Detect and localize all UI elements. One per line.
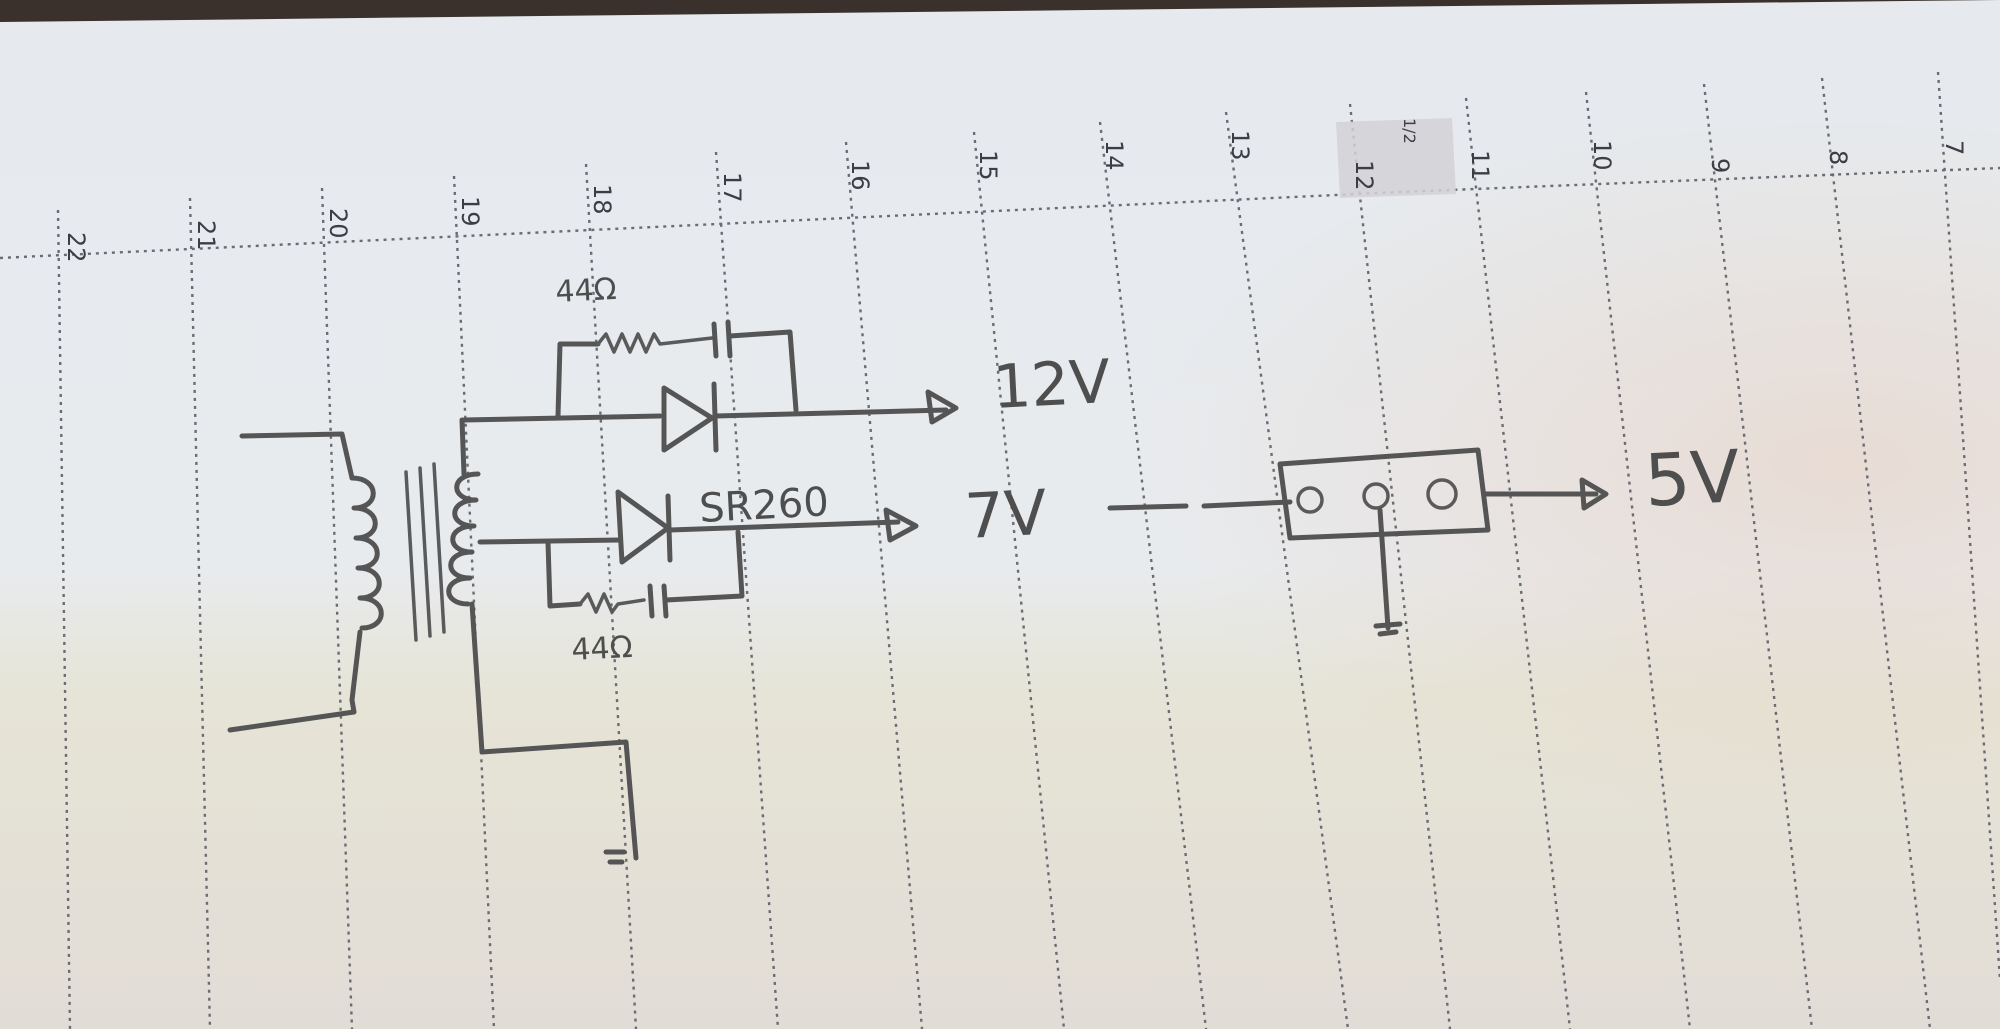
- column-numbers: 22 21 20 19 18 17 16 15 14 13 12 1/2 11 …: [62, 118, 1968, 263]
- regulator-box: [1277, 447, 1491, 541]
- core-line-1: [404, 470, 418, 642]
- column-line: [1702, 83, 1814, 1029]
- arrow-7v: [883, 507, 919, 543]
- column-line: [56, 209, 72, 1029]
- column-number: 17: [718, 172, 746, 203]
- primary-bottom-lead: [227, 629, 363, 733]
- column-number: 13: [1226, 130, 1254, 161]
- column-lines: [56, 71, 2000, 1029]
- column-line: [1348, 103, 1452, 1029]
- snubber-top-left: [555, 341, 601, 419]
- ground-symbol: [603, 849, 627, 865]
- column-line: [972, 131, 1066, 1029]
- wire-12v-output: [713, 407, 949, 419]
- core-line-2: [418, 466, 432, 638]
- highlight-box: [1336, 118, 1456, 198]
- column-line: [188, 197, 212, 1029]
- snubber-top-right: [727, 329, 799, 413]
- regulator-pin-in: [1296, 486, 1324, 514]
- wire-12v-input: [461, 413, 663, 423]
- circuit-drawing: 44Ω 12V SR260 44Ω 7V 5V: [227, 272, 1742, 865]
- diode-label: SR260: [698, 479, 830, 532]
- column-number: 20: [324, 208, 352, 239]
- column-line: [584, 163, 638, 1029]
- column-number: 22: [62, 232, 90, 263]
- column-number: 9: [1706, 158, 1734, 173]
- output-12v-label: 12V: [991, 347, 1112, 423]
- arrow-12v: [925, 389, 959, 425]
- regulator-ground-wire: [1377, 507, 1391, 631]
- secondary-bottom-lead: [469, 601, 639, 861]
- column-number: 8: [1824, 150, 1852, 165]
- column-number: 12: [1350, 160, 1378, 191]
- output-5v-label: 5V: [1642, 434, 1741, 523]
- output-7v-label: 7V: [963, 476, 1049, 553]
- wire-7v-output: [667, 519, 901, 533]
- column-number: 11: [1466, 150, 1494, 181]
- core-line-3: [432, 462, 446, 634]
- capacitor-top: [711, 319, 733, 359]
- resistor-bottom: [578, 592, 646, 614]
- column-number: 14: [1100, 140, 1128, 171]
- regulator-pin-out: [1426, 478, 1458, 510]
- resistor-top-label: 44Ω: [555, 272, 618, 310]
- column-line: [1584, 91, 1692, 1029]
- column-line: [1224, 111, 1350, 1029]
- regulator-ground-symbol: [1373, 621, 1403, 637]
- snubber-bottom-left: [545, 539, 583, 609]
- column-number: 15: [974, 150, 1002, 181]
- primary-coil: [349, 475, 384, 631]
- column-line: [714, 151, 780, 1029]
- column-number: 19: [456, 196, 484, 227]
- column-number: 18: [588, 184, 616, 215]
- regulator-pin-gnd: [1362, 482, 1390, 510]
- arrow-5v: [1579, 477, 1609, 511]
- column-number: 10: [1588, 140, 1616, 171]
- primary-top-lead: [239, 431, 355, 481]
- snubber-bottom-right: [663, 529, 745, 603]
- half-day-mark: 1/2: [1400, 118, 1419, 144]
- column-line: [1098, 121, 1208, 1029]
- resistor-top: [596, 332, 714, 354]
- column-number: 16: [846, 160, 874, 191]
- resistor-bottom-label: 44Ω: [571, 630, 634, 668]
- secondary-coil: [446, 471, 481, 607]
- wire-to-regulator: [1107, 499, 1293, 511]
- secondary-top-lead: [459, 417, 467, 477]
- column-number: 21: [192, 220, 220, 251]
- header-rule: [0, 166, 2000, 260]
- column-number: 7: [1940, 140, 1968, 155]
